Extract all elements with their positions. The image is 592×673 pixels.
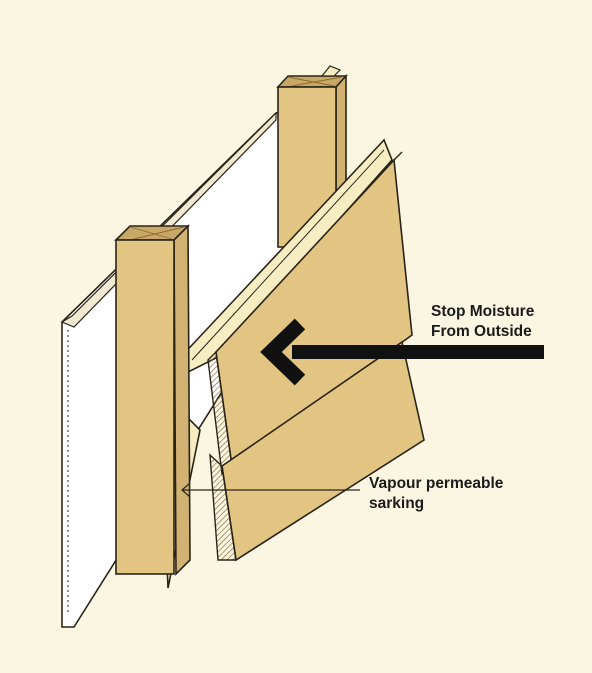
moisture-arrow	[260, 318, 544, 386]
sarking-pointer-arrow	[181, 482, 360, 498]
sarking-label: Vapour permeable sarking	[369, 474, 503, 514]
lower-weatherboard	[209, 340, 425, 562]
stop-moisture-line-2: From Outside	[431, 323, 532, 340]
sarking-line-2: sarking	[369, 495, 425, 512]
front-timber-stud	[114, 224, 191, 576]
sarking-line-1: Vapour permeable	[369, 475, 504, 492]
upper-weatherboard	[207, 151, 413, 476]
stop-moisture-line-1: Stop Moisture	[431, 303, 535, 320]
stop-moisture-label: Stop Moisture From Outside	[431, 302, 534, 342]
rear-timber-stud	[276, 65, 348, 248]
